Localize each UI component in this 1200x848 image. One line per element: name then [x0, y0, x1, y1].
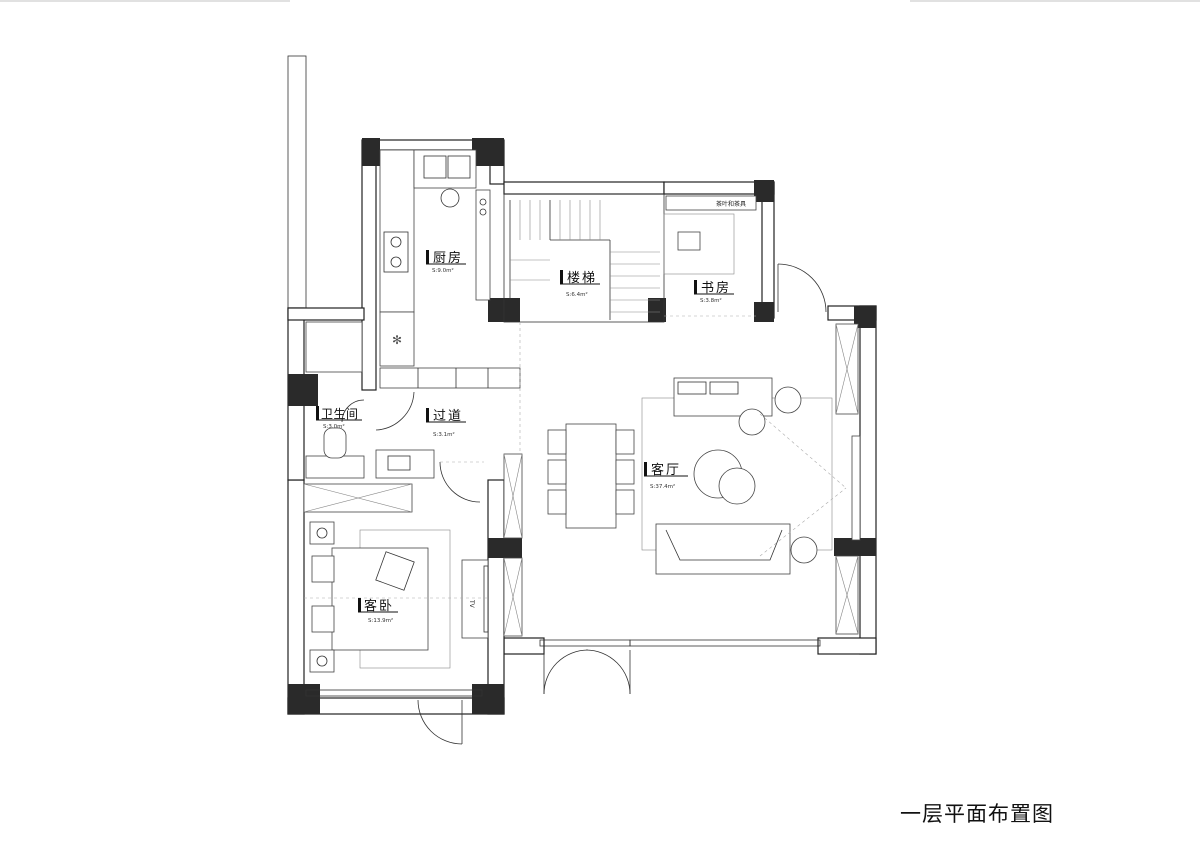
svg-text:S:9.0m²: S:9.0m² — [432, 267, 454, 274]
room-label-bathroom: 卫生间 S:3.0m² — [316, 406, 362, 430]
svg-text:S:3.0m²: S:3.0m² — [323, 423, 345, 430]
kitchen-fixtures: ✻ — [379, 149, 521, 389]
dining-set — [547, 423, 635, 529]
bedroom-furniture — [303, 483, 489, 745]
structural-columns — [288, 138, 876, 714]
staircase — [503, 193, 665, 323]
bathroom-fixtures — [305, 321, 365, 479]
svg-text:厨房: 厨房 — [433, 250, 463, 266]
svg-text:✻: ✻ — [392, 333, 402, 347]
tea-set-label: 茶叶和茶具 — [716, 200, 746, 208]
svg-text:S:6.4m²: S:6.4m² — [566, 291, 588, 298]
svg-text:客厅: 客厅 — [651, 462, 681, 478]
room-label-stairs: 楼梯 S:6.4m² — [560, 270, 600, 298]
svg-text:S:3.1m²: S:3.1m² — [433, 431, 455, 438]
room-label-living-room: 客厅 S:37.4m² — [644, 462, 688, 490]
svg-text:过道: 过道 — [433, 409, 463, 424]
living-room-furniture — [503, 323, 861, 695]
study-furniture — [663, 195, 827, 317]
svg-text:卫生间: 卫生间 — [321, 407, 359, 421]
drawing-title: 一层平面布置图 — [900, 802, 1054, 826]
svg-text:S:3.8m²: S:3.8m² — [700, 297, 722, 304]
tv-label: TV — [468, 599, 475, 609]
svg-text:楼梯: 楼梯 — [567, 271, 597, 286]
room-label-hallway: 过道 S:3.1m² — [426, 408, 466, 438]
hallway-fixtures — [375, 322, 521, 503]
balcony-railing — [287, 55, 307, 309]
room-label-kitchen: 厨房 S:9.0m² — [426, 250, 466, 274]
svg-text:S:13.9m²: S:13.9m² — [368, 617, 393, 624]
svg-text:书房: 书房 — [701, 280, 731, 296]
room-label-study: 书房 S:3.8m² — [694, 280, 734, 304]
svg-text:客卧: 客卧 — [364, 598, 394, 614]
svg-text:S:37.4m²: S:37.4m² — [650, 483, 675, 490]
room-label-guest-bedroom: 客卧 S:13.9m² — [358, 598, 398, 624]
